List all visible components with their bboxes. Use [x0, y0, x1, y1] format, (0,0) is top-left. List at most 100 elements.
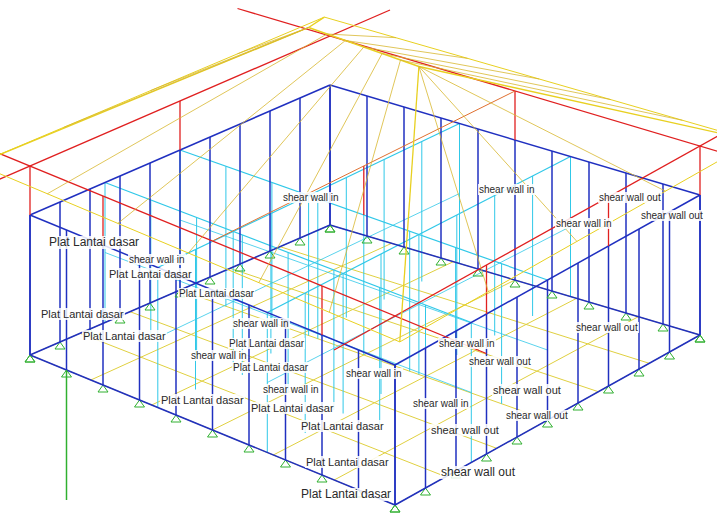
floor-beam	[80, 333, 446, 476]
support-symbol	[512, 437, 522, 444]
support-symbol	[390, 505, 400, 512]
roof-rafter	[118, 41, 346, 224]
roof-eave	[0, 164, 400, 342]
roof-column	[29, 166, 30, 215]
wall-label: shear wall in	[190, 350, 248, 361]
shear-wall-out	[669, 212, 671, 352]
support-symbol	[665, 352, 675, 359]
slab-label: Plat Lantai dasar	[305, 456, 390, 468]
support-symbol	[604, 386, 614, 393]
roof-eave	[400, 141, 717, 342]
shear-wall-in	[158, 124, 460, 268]
shear-wall-out	[29, 215, 31, 355]
wall-label: shear wall in	[412, 398, 470, 409]
wall-label: shear wall in	[345, 368, 403, 379]
roof-rafter	[64, 28, 309, 128]
roof-column	[486, 265, 487, 314]
wall-label: shear wall out	[598, 192, 662, 203]
roof-beam	[0, 129, 486, 354]
wall-label: shear wall in	[555, 218, 613, 229]
support-symbol	[482, 454, 492, 461]
support-symbol	[421, 488, 431, 495]
shear-wall-out	[299, 98, 301, 238]
shear-wall-out	[30, 355, 395, 505]
shear-wall-out	[30, 215, 395, 365]
support-symbol	[25, 355, 35, 362]
roof-rafter	[151, 28, 309, 91]
slab-label: Plat Lantai dasar	[160, 394, 245, 406]
shear-wall-out	[30, 225, 330, 355]
slab-label: Plat Lantai dasar	[40, 308, 125, 320]
roof-hip	[419, 67, 717, 141]
roof-beam	[334, 112, 717, 350]
shear-wall-out	[638, 229, 640, 369]
roof-eave	[0, 17, 324, 164]
roof-rafter	[329, 60, 400, 312]
shear-wall-out	[366, 96, 368, 236]
shear-wall-out	[425, 348, 427, 488]
support-symbol	[695, 335, 705, 342]
roof-rafter	[382, 54, 611, 100]
slab-label: Plat Lantai dasar	[178, 288, 255, 299]
wall-label: shear wall in	[128, 254, 186, 265]
shear-wall-out	[588, 162, 590, 302]
wall-label: shear wall in	[262, 384, 320, 395]
shear-wall-out	[403, 107, 405, 247]
shear-wall-in	[105, 253, 471, 393]
slab-label: Plat Lantai dasar	[108, 268, 193, 280]
roof-rafter	[238, 28, 309, 54]
shear-wall-out	[477, 129, 479, 269]
wall-label: shear wall out	[505, 410, 569, 421]
shear-wall-out	[209, 137, 211, 277]
slab-label: Plat Lantai dasar	[300, 420, 385, 432]
wall-label: shear wall out	[492, 384, 562, 396]
shear-wall-in	[180, 150, 548, 280]
shear-wall-out	[149, 163, 151, 303]
roof-hip	[400, 67, 419, 342]
wall-label: shear wall out	[440, 466, 516, 479]
slab-label: Plat Lantai dasar	[232, 362, 309, 373]
roof-rafter	[47, 34, 327, 194]
support-symbol	[695, 335, 705, 342]
shear-wall-out	[59, 202, 61, 342]
wall-label: shear wall in	[438, 338, 496, 349]
shear-wall-out	[514, 140, 516, 280]
roof-beam	[0, 10, 390, 192]
shear-wall-out	[269, 111, 271, 251]
column	[66, 370, 68, 500]
support-symbol	[573, 403, 583, 410]
shear-wall-in	[547, 280, 548, 420]
shear-wall-out	[29, 215, 31, 355]
wall-label: shear wall out	[640, 210, 704, 221]
roof-beam	[238, 9, 717, 174]
shear-wall-out	[662, 184, 664, 324]
shear-wall-out	[329, 85, 331, 225]
shear-wall-out	[551, 151, 553, 291]
roof-rafter	[364, 47, 539, 79]
roof-rafter	[259, 54, 382, 283]
shear-wall-in	[180, 220, 548, 350]
roof-rafter	[188, 47, 363, 253]
slab-label: Plat Lantai dasar	[228, 338, 305, 349]
wall-label: shear wall in	[282, 192, 340, 203]
shear-wall-out	[394, 365, 396, 505]
wall-label: shear wall out	[575, 322, 639, 333]
wall-label: shear wall in	[478, 184, 536, 195]
roof-column	[321, 286, 322, 335]
roof-column	[699, 146, 700, 195]
shear-wall-out	[547, 280, 549, 420]
shear-wall-out	[66, 230, 68, 370]
roof-rafter	[419, 67, 577, 242]
roof-hip	[0, 28, 309, 165]
roof-column	[179, 101, 180, 150]
roof-rafter	[419, 67, 666, 192]
shear-wall-out	[395, 335, 700, 505]
shear-wall-out	[608, 246, 610, 386]
slab-label: Plat Lantai dasar	[250, 402, 335, 414]
roof-rafter	[327, 34, 396, 38]
shear-wall-out	[330, 85, 700, 195]
shear-wall-out	[329, 85, 331, 225]
shear-wall-out	[330, 225, 700, 335]
slab-label: Plat Lantai dasar	[48, 236, 140, 249]
